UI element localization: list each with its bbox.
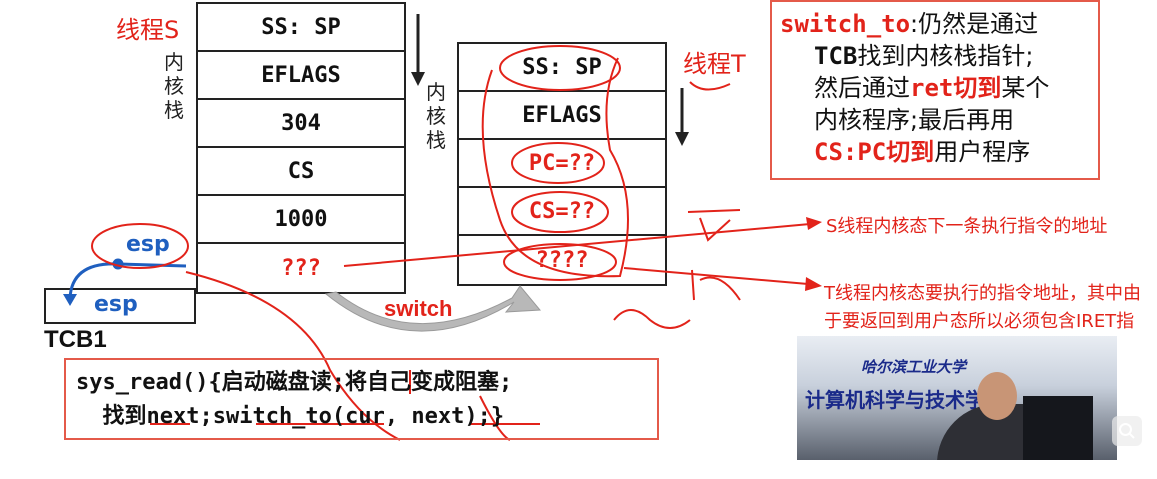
thread-t-kernel-stack: SS: SP EFLAGS PC=?? CS=?? ????: [457, 42, 667, 286]
lecturer-head: [977, 372, 1017, 420]
lecturer-video[interactable]: 哈尔滨工业大学 计算机科学与技术学院: [797, 336, 1117, 460]
tcb-esp-label: esp: [94, 292, 138, 317]
thread-s-label: 线程S: [116, 16, 180, 44]
note-line4: 内核程序;最后再用: [814, 106, 1015, 134]
code-line-1: sys_read(){启动磁盘读;将自己变成阻塞;: [76, 370, 513, 395]
sys-read-code-box: sys_read(){启动磁盘读;将自己变成阻塞; 找到next;switch_…: [64, 358, 659, 440]
code-line-2: 找到next;switch_to(cur, next);}: [76, 404, 505, 429]
note-line5: 用户程序: [934, 138, 1031, 166]
s-cell-eflags: EFLAGS: [198, 52, 404, 100]
note-line3a: 然后通过: [814, 74, 910, 102]
down-arrow-t: [675, 88, 689, 146]
video-school-text: 哈尔滨工业大学: [861, 358, 967, 376]
s-cell-304: 304: [198, 100, 404, 148]
t-cell-pc: PC=??: [459, 140, 665, 188]
tcb-label: TCB1: [44, 326, 107, 353]
t-cell-cs: CS=??: [459, 188, 665, 236]
s-cell-1000: 1000: [198, 196, 404, 244]
s-cell-cs: CS: [198, 148, 404, 196]
s-cell-ss-sp: SS: SP: [198, 4, 404, 52]
annotation-s: S线程内核态下一条执行指令的地址: [826, 216, 1108, 237]
note-cs-pc: CS:PC切到: [814, 138, 935, 166]
note-line3c: 某个: [1001, 74, 1050, 102]
note-tcb: TCB: [814, 42, 858, 70]
down-arrow-s: [411, 14, 425, 86]
note-line2: 找到内核栈指针;: [857, 42, 1034, 70]
switch-to-explanation: switch_to:仍然是通过 TCB找到内核栈指针; 然后通过ret切到某个 …: [770, 0, 1100, 180]
stack-esp-label: esp: [126, 232, 170, 257]
thread-s-kernel-stack: SS: SP EFLAGS 304 CS 1000 ???: [196, 2, 406, 294]
note-ret: ret切到: [910, 74, 1002, 102]
note-switch-to: switch_to: [780, 10, 911, 38]
thread-s-stack-label: 内核栈: [164, 50, 184, 122]
t-cell-ss-sp: SS: SP: [459, 44, 665, 92]
video-monitor: [1023, 396, 1093, 460]
video-banner-text: 计算机科学与技术学院: [805, 388, 1005, 412]
t-cell-eflags: EFLAGS: [459, 92, 665, 140]
note-line1: :仍然是通过: [910, 10, 1039, 38]
switch-label: switch: [384, 296, 453, 321]
thread-t-label: 线程T: [683, 50, 746, 78]
tcb-box: esp: [44, 288, 196, 324]
thread-t-stack-label: 内核栈: [426, 80, 446, 152]
t-cell-unknown: ????: [535, 247, 589, 273]
zoom-icon[interactable]: [1112, 416, 1142, 446]
s-cell-unknown: ???: [281, 255, 321, 281]
